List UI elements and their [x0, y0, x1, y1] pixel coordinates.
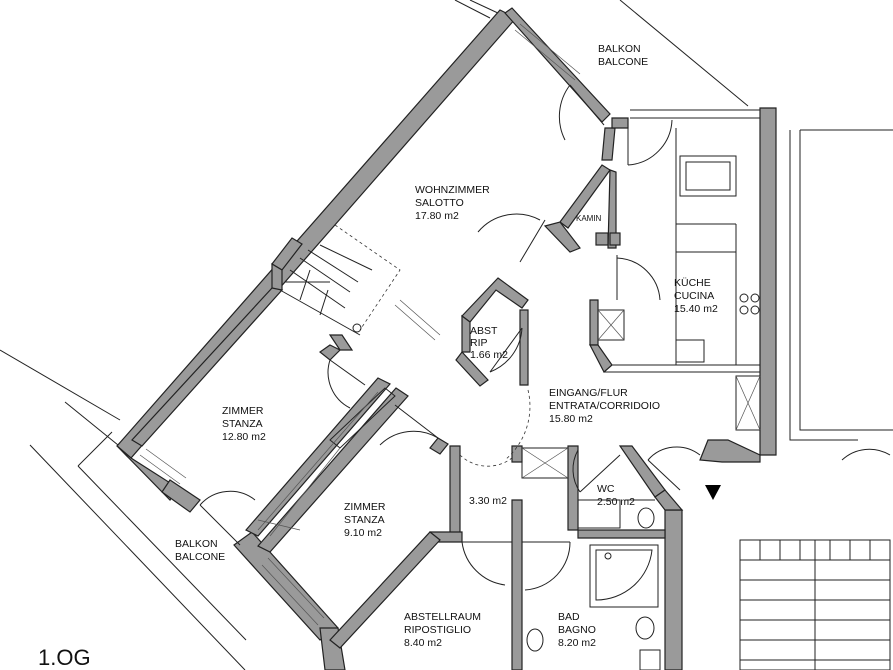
room-label-zimmer2-line-0: ZIMMER [344, 501, 386, 513]
room-label-kueche-line-2: 15.40 m2 [674, 303, 718, 315]
room-label-balkon-top-line-1: BALCONE [598, 56, 648, 68]
room-label-eingang-line-2: 15.80 m2 [549, 413, 593, 425]
room-label-kueche-line-0: KÜCHE [674, 277, 711, 289]
entry-closet [521, 447, 569, 479]
windows [139, 23, 581, 626]
bath-fixtures [526, 499, 661, 670]
site-lines [0, 0, 749, 670]
room-label-zimmer1-line-1: STANZA [222, 418, 263, 430]
room-label-zimmer1-line-2: 12.80 m2 [222, 431, 266, 443]
stair-upper [279, 224, 401, 336]
room-label-bad-line-2: 8.20 m2 [558, 637, 596, 649]
room-label-eingang-line-1: ENTRATA/CORRIDOIO [549, 400, 660, 412]
doors [199, 84, 891, 591]
room-label-abst-line-0: ABST [470, 325, 498, 337]
room-label-zimmer1-line-0: ZIMMER [222, 405, 264, 417]
wardrobe [257, 387, 396, 537]
room-label-bad-line-0: BAD [558, 611, 580, 623]
room-label-kueche-line-1: CUCINA [674, 290, 714, 302]
floor-label: 1.OG [38, 645, 91, 670]
room-label-balkon-top-line-0: BALKON [598, 43, 641, 55]
room-label-abstellraum-line-0: ABSTELLRAUM [404, 611, 481, 623]
kitchen-fixtures [597, 128, 761, 431]
room-label-zimmer2-line-1: STANZA [344, 514, 385, 526]
room-label-wohnzimmer-line-1: SALOTTO [415, 197, 464, 209]
room-label-balkon-left-line-1: BALCONE [175, 551, 225, 563]
room-label-abst-line-1: RIP [470, 337, 488, 349]
room-label-eingang-line-0: EINGANG/FLUR [549, 387, 628, 399]
room-label-kamin-line-0: KAMIN [576, 214, 602, 223]
room-label-wc-line-1: 2.50 m2 [597, 496, 635, 508]
room-label-abstellraum-line-1: RIPOSTIGLIO [404, 624, 471, 636]
room-label-balkon-left-line-0: BALKON [175, 538, 218, 550]
room-label-abstellraum-line-2: 8.40 m2 [404, 637, 442, 649]
entry-arrow-icon [705, 485, 721, 500]
room-label-bad-line-1: BAGNO [558, 624, 596, 636]
room-label-abst-line-2: 1.66 m2 [470, 349, 508, 361]
room-label-wohnzimmer-line-0: WOHNZIMMER [415, 184, 490, 196]
room-label-wohnzimmer-line-2: 17.80 m2 [415, 210, 459, 222]
room-label-wc-line-0: WC [597, 483, 615, 495]
room-label-zimmer2-line-2: 9.10 m2 [344, 527, 382, 539]
room-label-storage-small-line-0: 3.30 m2 [469, 495, 507, 507]
stairwell [705, 485, 891, 670]
